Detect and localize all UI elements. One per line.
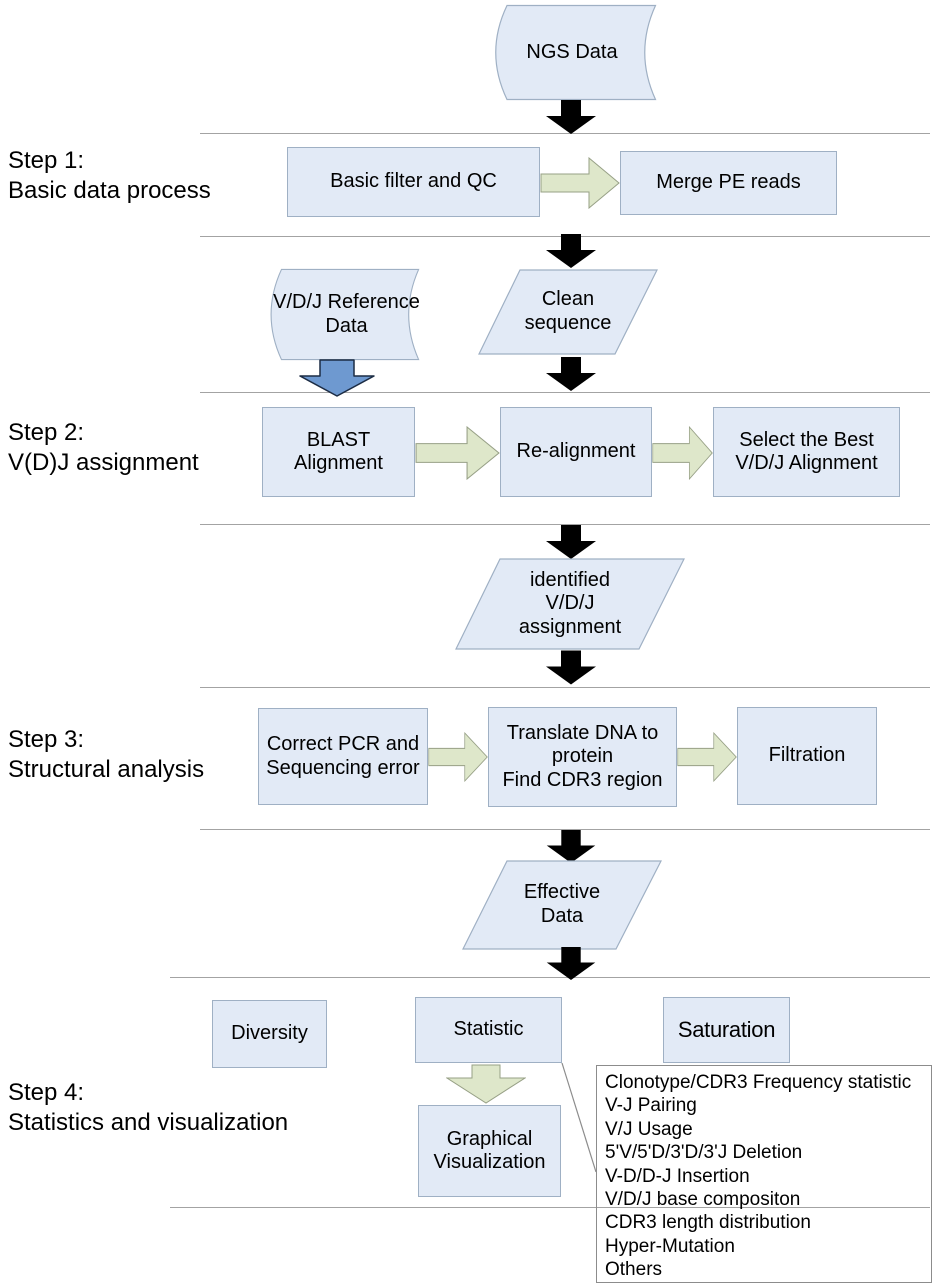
step-divider-line [200,392,930,393]
parallelogram-shape [478,269,658,355]
node-select-best: Select the Best V/D/J Alignment [713,407,900,497]
parallelogram-shape [455,558,685,650]
step-4-label: Step 4: Statistics and visualization [8,1078,288,1138]
node-label: Effective Data [523,881,601,927]
callout-item: Clonotype/CDR3 Frequency statistic [605,1072,912,1093]
flow-arrow-down-green-icon [446,1064,526,1104]
node-statistic: Statistic [415,997,562,1063]
step-divider-line [170,977,930,978]
node-filtration: Filtration [737,707,877,805]
step-divider-line [200,133,930,134]
node-label: Translate DNA to protein [506,722,659,768]
flow-arrow-down-icon [546,234,596,268]
step-2-label: Step 2: V(D)J assignment [8,418,199,478]
step-divider-line [200,524,930,525]
node-label: Graphical Visualization [433,1127,546,1173]
callout-item: Others [605,1259,663,1281]
step-2-subtitle: V(D)J assignment [8,449,199,476]
node-label: identified V/D/J assignment [518,568,622,638]
node-basic-filter: Basic filter and QC [287,147,540,217]
flow-arrow-down-icon [546,100,596,134]
node-label: Clean sequence [524,288,612,334]
step-divider-line [170,1207,930,1208]
callout-item: V-J Pairing [605,1095,697,1117]
callout-item: 5'V/5'D/3'D/3'J Deletion [605,1142,803,1164]
node-re-alignment: Re-alignment [500,407,652,497]
stored-data-shape [270,268,420,361]
callout-pointer-line [558,1060,600,1176]
node-label: V/D/J Reference Data [273,290,420,337]
flow-arrow-right-icon [652,426,713,480]
node-diversity: Diversity [212,1000,327,1068]
callout-item: V/J Usage [605,1118,693,1140]
step-1-title: Step 1: [8,147,85,174]
flow-arrow-down-icon [546,830,596,863]
node-effective-data: Effective Data [462,860,662,950]
node-label: Filtration [768,744,846,767]
flow-arrow-right-icon [677,732,737,782]
node-correct-pcr: Correct PCR and Sequencing error [258,708,428,805]
step-3-subtitle: Structural analysis [8,756,205,783]
step-divider-line [200,687,930,688]
flow-arrow-right-icon [428,732,488,782]
parallelogram-shape [462,860,662,950]
node-label: Basic filter and QC [330,170,497,193]
step-3-label: Step 3: Structural analysis [8,725,204,785]
node-label: Find CDR3 region [502,768,663,791]
step-4-title: Step 4: [8,1079,85,1106]
flow-arrow-down-icon [546,357,596,391]
node-ngs-data: NGS Data [487,4,657,101]
node-label: Merge PE reads [656,171,801,194]
step-4-subtitle: Statistics and visualization [8,1109,289,1136]
flow-arrow-down-icon [546,650,596,685]
reference-arrow-down-icon [299,359,375,397]
node-blast-alignment: BLAST Alignment [262,407,415,497]
callout-item: V-D/D-J Insertion [605,1165,750,1187]
node-label: Select the Best V/D/J Alignment [735,428,878,474]
callout-item: CDR3 length distribution [605,1212,811,1234]
step-1-subtitle: Basic data process [8,177,211,204]
flow-arrow-down-icon [546,947,596,980]
flow-arrow-right-icon [540,157,620,209]
node-label: Re-alignment [516,440,636,463]
node-label: Diversity [231,1022,308,1045]
node-label: NGS Data [526,40,618,63]
node-graphical-visualization: Graphical Visualization [418,1105,561,1197]
node-label: Correct PCR and Sequencing error [266,733,420,779]
step-3-title: Step 3: [8,726,85,753]
flow-arrow-down-icon [546,525,596,559]
callout-item: V/D/J base compositon [605,1189,801,1211]
stored-data-shape [495,4,657,101]
node-identified-vdj: identified V/D/J assignment [455,558,685,650]
node-label: Saturation [677,1017,776,1043]
node-label: Statistic [453,1018,524,1041]
flow-arrow-right-icon [415,426,500,480]
node-translate-dna: Translate DNA to protein Find CDR3 regio… [488,707,677,807]
callout-item: Hyper-Mutation [605,1235,735,1257]
node-merge-pe: Merge PE reads [620,151,837,215]
node-saturation: Saturation [663,997,790,1063]
node-clean-sequence: Clean sequence [478,269,658,355]
step-1-label: Step 1: Basic data process [8,146,211,206]
step-2-title: Step 2: [8,419,85,446]
node-vdj-reference: V/D/J Reference Data [263,268,420,361]
step-divider-line [200,829,930,830]
node-label: BLAST Alignment [294,428,383,474]
